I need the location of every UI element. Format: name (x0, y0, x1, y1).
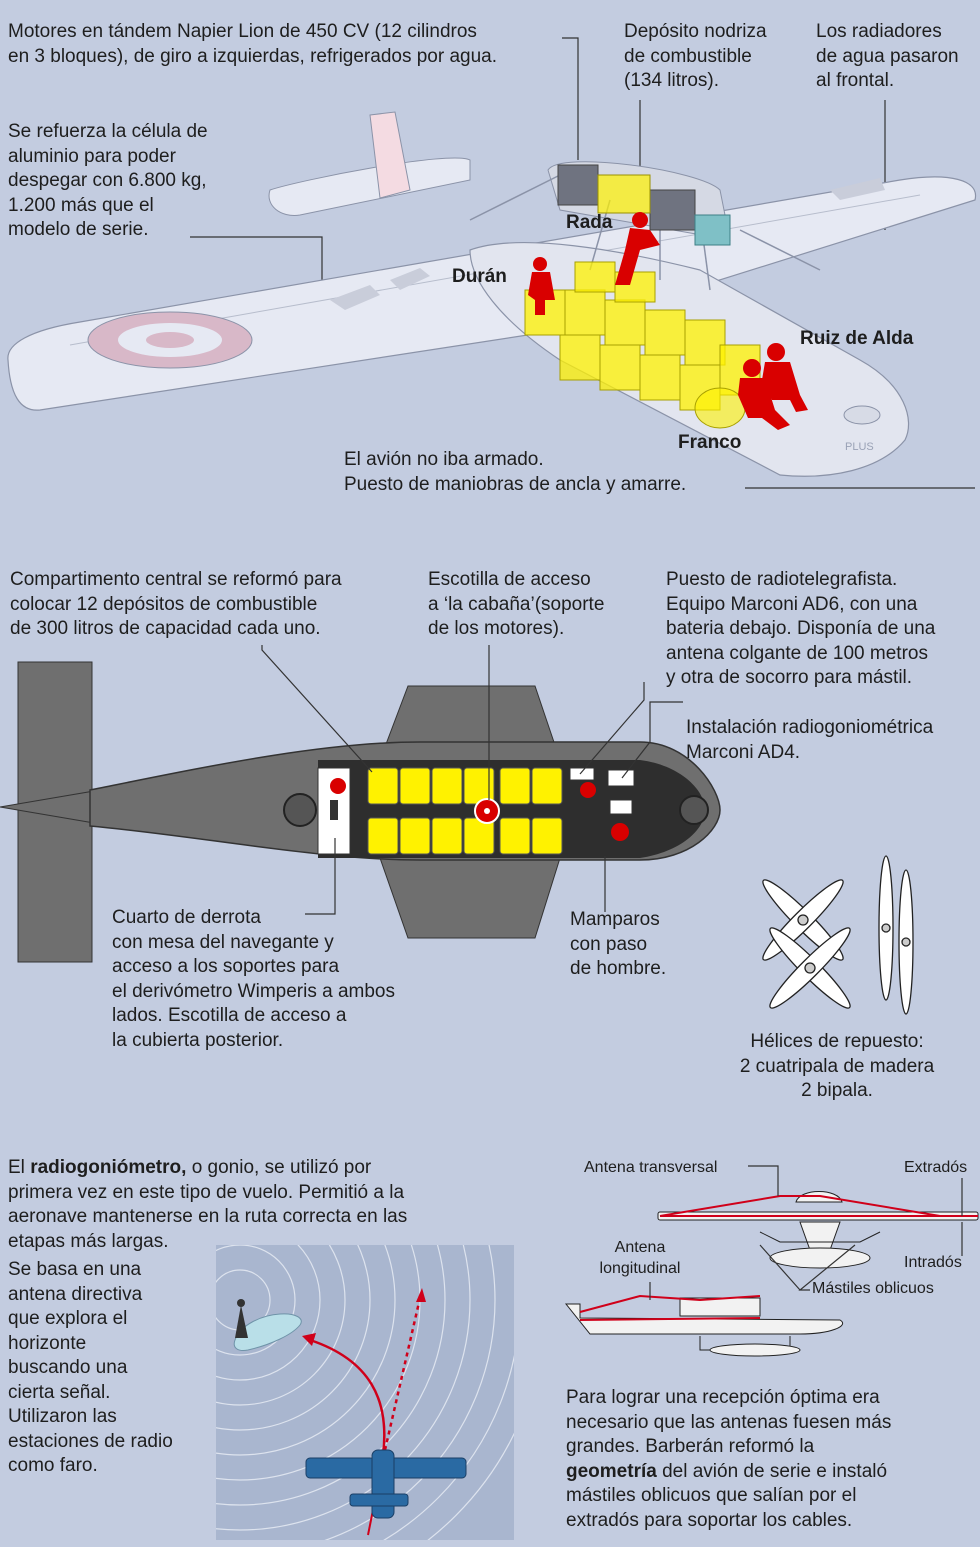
helices-note: Hélices de repuesto:2 cuatripala de made… (739, 1031, 935, 1101)
wing-mark: PLUS (845, 441, 874, 453)
crew-figure-ruiz (762, 343, 808, 412)
crew-figure-franco (738, 359, 790, 430)
armado-note: El avión no iba armado.Puesto de maniobr… (344, 449, 687, 495)
motores-note: Motores en tándem Napier Lion de 450 CV … (8, 21, 498, 67)
crew-label-duran: Durán (452, 266, 507, 287)
label-antena-transversal: Antena transversal (584, 1159, 718, 1176)
crew-label-ruiz: Ruiz de Alda (800, 328, 914, 349)
hull-plan-diagram (0, 645, 914, 1015)
crew-figure-rada (615, 212, 660, 285)
label-intrados: Intradós (904, 1254, 962, 1271)
radiogoniometro-intro: El radiogoniómetro, o gonio, se utilizó … (8, 1157, 408, 1252)
label-mastiles-oblicuos: Mástiles oblicuos (812, 1280, 934, 1297)
seaplane-illustration: PLUS (7, 37, 977, 489)
crew-label-franco: Franco (678, 432, 742, 453)
label-extrados: Extradós (904, 1159, 968, 1176)
crew-label-rada: Rada (566, 212, 613, 233)
radiotelegrafista-note: Puesto de radiotelegrafista.Equipo Marco… (666, 569, 936, 688)
crew-figure-duran (528, 257, 555, 315)
